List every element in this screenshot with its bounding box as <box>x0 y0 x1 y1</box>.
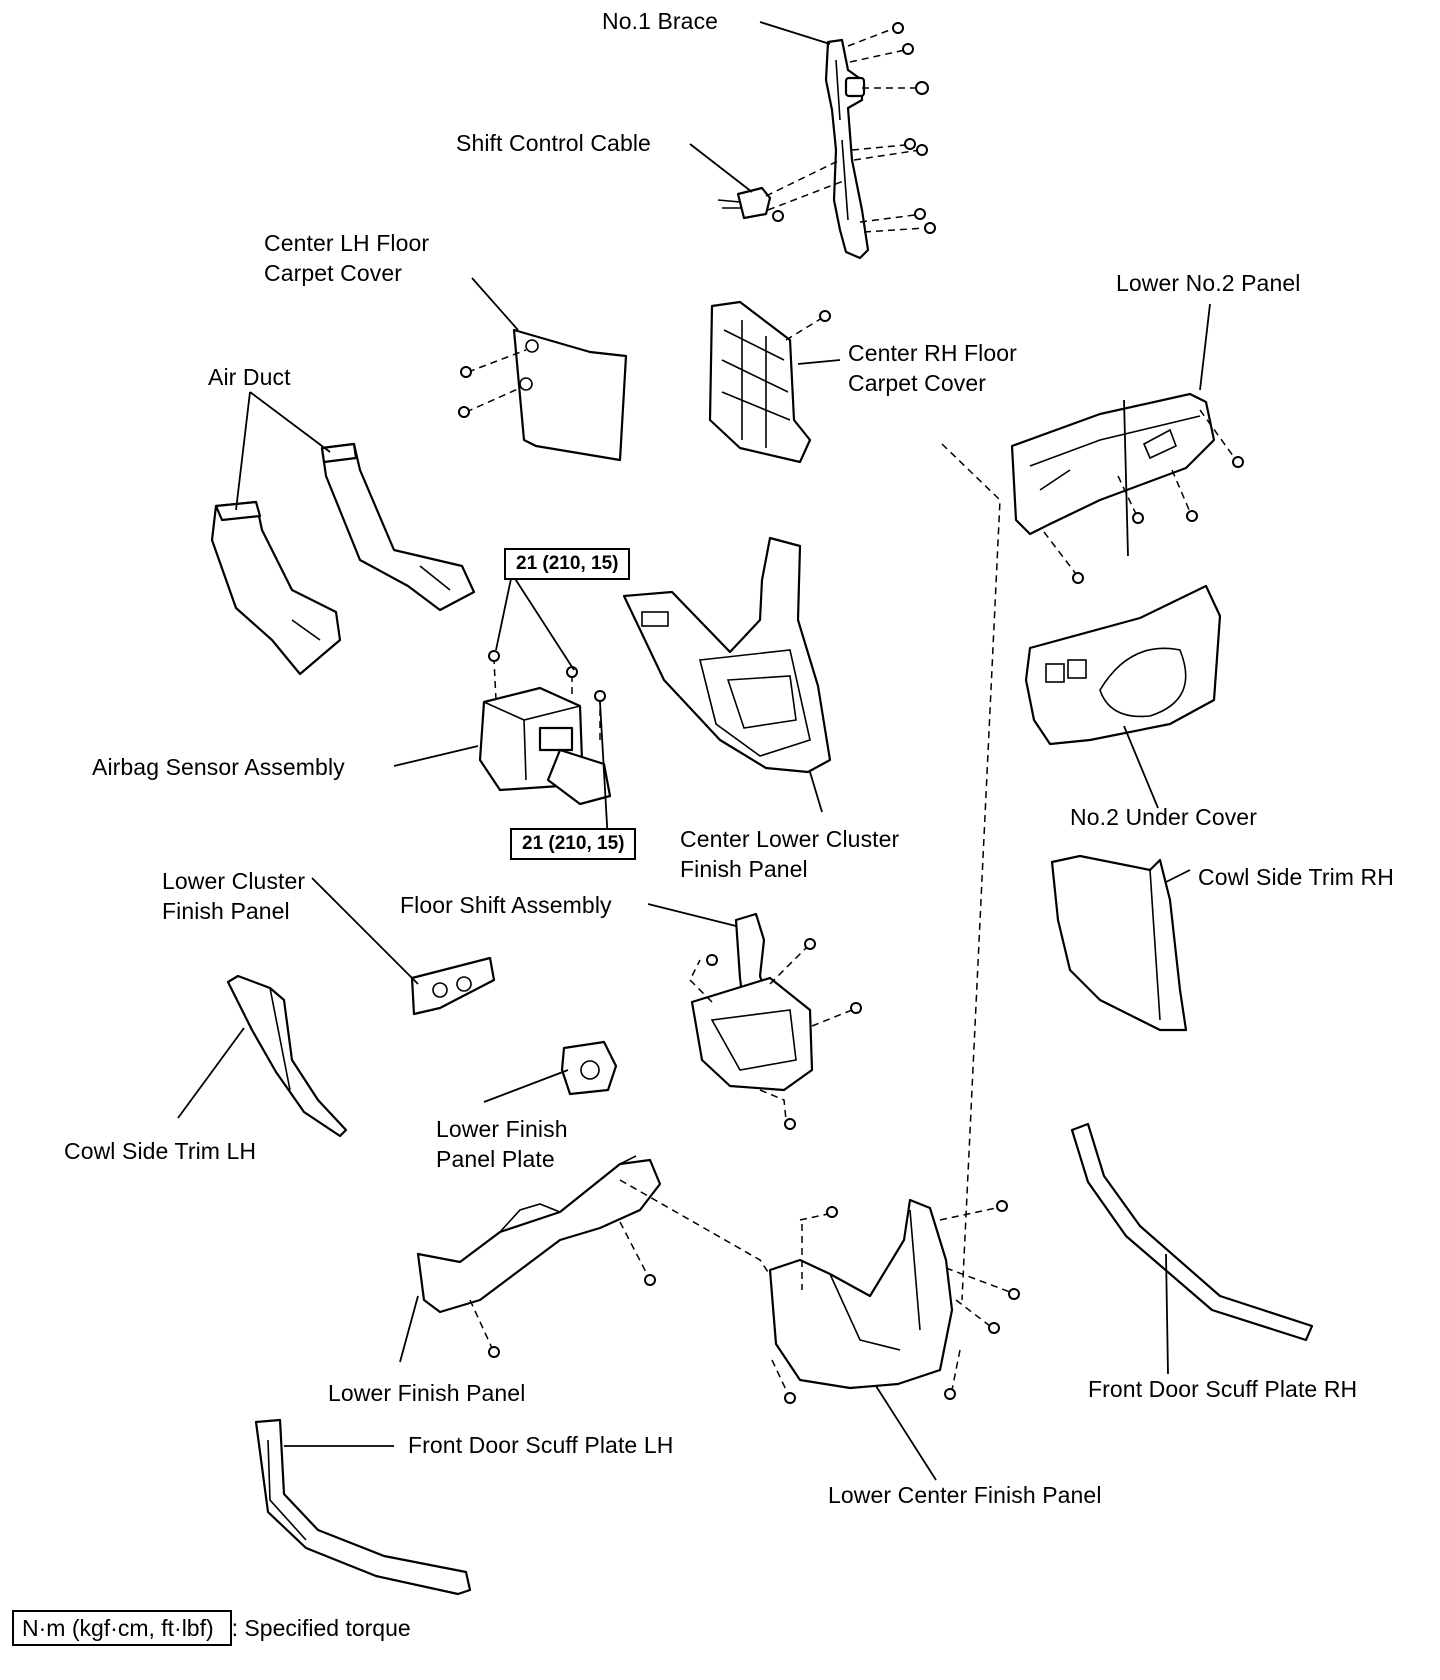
air-duct-part <box>210 442 476 676</box>
cowl-side-trim-lh-part <box>226 974 348 1138</box>
front-door-scuff-plate-lh-label: Front Door Scuff Plate LH <box>408 1432 674 1458</box>
lower-no2-panel-part <box>1010 392 1244 584</box>
center-lower-cluster-finish-panel-part <box>622 536 832 774</box>
leader-lines <box>177 21 1211 1481</box>
torque-spec-lower: 21 (210, 15) <box>510 828 637 860</box>
air-duct-label: Air Duct <box>208 364 291 390</box>
no1-brace-label: No.1 Brace <box>602 8 719 34</box>
lower-no2-panel-label: Lower No.2 Panel <box>1116 270 1301 296</box>
airbag-sensor-assembly-label: Airbag Sensor Assembly <box>92 754 345 780</box>
lower-cluster-finish-panel-part <box>410 956 496 1016</box>
no2-under-cover-part <box>1024 584 1222 746</box>
alignment-line <box>941 443 1001 1301</box>
lower-center-finish-panel-label: Lower Center Finish Panel <box>828 1482 1102 1508</box>
torque-spec-upper: 21 (210, 15) <box>504 548 631 580</box>
cowl-side-trim-rh-label: Cowl Side Trim RH <box>1198 864 1394 890</box>
front-door-scuff-plate-rh-part <box>1070 1122 1314 1342</box>
center-lh-floor-carpet-cover-label: Center LH Floor Carpet Cover <box>264 230 430 286</box>
center-rh-floor-carpet-cover-part <box>708 300 831 464</box>
cowl-side-trim-lh-label: Cowl Side Trim LH <box>64 1138 257 1164</box>
lower-finish-panel-plate-part <box>560 1040 618 1096</box>
lower-finish-panel-label: Lower Finish Panel <box>328 1380 526 1406</box>
lower-finish-panel-part <box>416 1155 781 1358</box>
center-lh-floor-carpet-cover-part <box>458 328 628 462</box>
legend-unit-box: N·m (kgf·cm, ft·lbf) <box>12 1610 232 1646</box>
lower-finish-panel-plate-label: Lower Finish Panel Plate <box>436 1116 568 1172</box>
no1-brace-part <box>824 22 936 260</box>
floor-shift-assembly-part <box>689 912 862 1130</box>
center-rh-floor-carpet-cover-label: Center RH Floor Carpet Cover <box>848 340 1017 396</box>
front-door-scuff-plate-lh-part <box>254 1418 472 1596</box>
lower-cluster-finish-panel-label: Lower Cluster Finish Panel <box>162 868 306 924</box>
cowl-side-trim-rh-part <box>1050 854 1188 1032</box>
front-door-scuff-plate-rh-label: Front Door Scuff Plate RH <box>1088 1376 1358 1402</box>
center-lower-cluster-finish-panel-label: Center Lower Cluster Finish Panel <box>680 826 900 882</box>
torque-legend: N·m (kgf·cm, ft·lbf): Specified torque <box>12 1610 411 1646</box>
floor-shift-assembly-label: Floor Shift Assembly <box>400 892 612 918</box>
airbag-sensor-assembly-part <box>478 650 612 806</box>
shift-control-cable-label: Shift Control Cable <box>456 130 651 156</box>
legend-description: : Specified torque <box>231 1615 411 1641</box>
no2-under-cover-label: No.2 Under Cover <box>1070 804 1257 830</box>
shift-control-cable-part <box>717 159 847 222</box>
lower-center-finish-panel-part <box>768 1198 1020 1404</box>
